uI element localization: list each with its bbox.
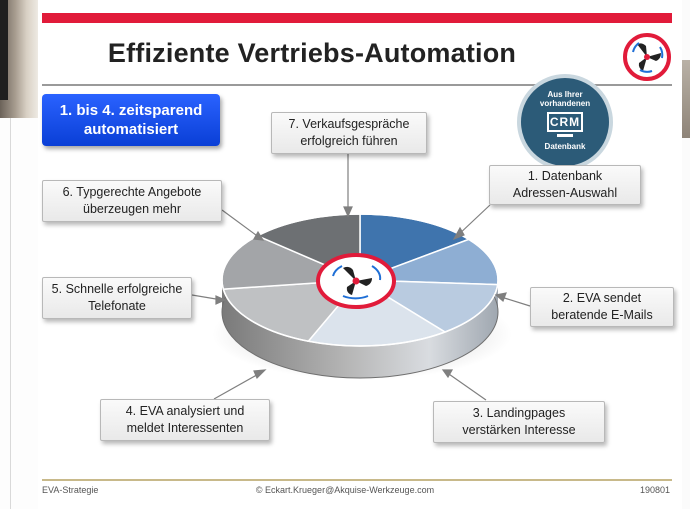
step-6-box: 6. Typgerechte Angebote überzeugen mehr <box>42 180 222 222</box>
pie-segment-7 <box>255 213 361 282</box>
pie-segment-6 <box>221 235 361 290</box>
pie-segment-4 <box>306 279 447 347</box>
connector-step-5 <box>191 294 223 301</box>
pie-segment-1 <box>359 213 471 282</box>
left-photo-edge <box>0 0 38 509</box>
connector-step-3 <box>445 371 487 401</box>
connector-step-6 <box>221 209 261 239</box>
hub-fan-icon <box>316 253 396 309</box>
title-underline <box>42 84 672 86</box>
step-1-box: 1. Datenbank Adressen-Auswahl <box>489 165 641 205</box>
arrowhead-step-4 <box>253 369 267 380</box>
step-3-box: 3. Landingpages verstärken Interesse <box>433 401 605 443</box>
arrowhead-step-6 <box>253 230 265 241</box>
right-photo-strip <box>682 60 690 138</box>
connector-step-1 <box>455 204 491 238</box>
step-2-box: 2. EVA sendet beratende E-Mails <box>530 287 674 327</box>
step-7-box: 7. Verkaufsgespräche erfolgreich führen <box>271 112 427 154</box>
pie-top-rim <box>221 213 499 347</box>
crm-monitor-stand <box>557 134 573 137</box>
step-4-box: 4. EVA analysiert und meldet Interessent… <box>100 399 270 441</box>
footer-date: 190801 <box>639 485 670 495</box>
pie-top <box>221 213 499 347</box>
connector-step-2 <box>497 295 531 307</box>
pie-shadow <box>212 288 512 380</box>
automation-callout: 1. bis 4. zeitsparend automatisiert <box>42 94 220 146</box>
arrowhead-step-2 <box>494 292 507 303</box>
connector-step-4 <box>213 371 263 400</box>
pie-segment-3 <box>357 279 499 333</box>
arrowhead-step-3 <box>441 369 454 379</box>
pie-side <box>222 280 498 378</box>
arrowhead-step-1 <box>452 226 465 241</box>
pie-bottom-edge <box>221 245 499 379</box>
crm-badge-top-text: Aus Ihrer vorhandenen <box>539 90 591 108</box>
eva-fan-logo-icon <box>623 33 671 81</box>
arrowhead-step-7 <box>343 206 353 218</box>
footer-rule <box>42 479 672 481</box>
crm-badge-bottom-text: Datenbank <box>544 142 586 151</box>
step-5-box: 5. Schnelle erfolgreiche Telefonate <box>42 277 192 319</box>
pie-segment-5 <box>222 279 362 343</box>
title-accent-bar <box>42 13 672 23</box>
left-photo-dark-strip <box>0 0 8 100</box>
crm-monitor-icon: CRM <box>547 112 583 132</box>
arrowhead-step-5 <box>215 295 227 305</box>
pie-segment-2 <box>359 238 499 286</box>
right-photo-edge <box>682 0 690 509</box>
footer-left: EVA-Strategie <box>42 485 99 495</box>
left-divider <box>10 118 11 509</box>
slide-title: Effiziente Vertriebs-Automation <box>107 38 517 68</box>
crm-database-badge: Aus Ihrer vorhandenen CRM Datenbank <box>517 74 613 170</box>
footer-copyright: © Eckart.Krueger@Akquise-Werkzeuge.com <box>255 485 435 495</box>
